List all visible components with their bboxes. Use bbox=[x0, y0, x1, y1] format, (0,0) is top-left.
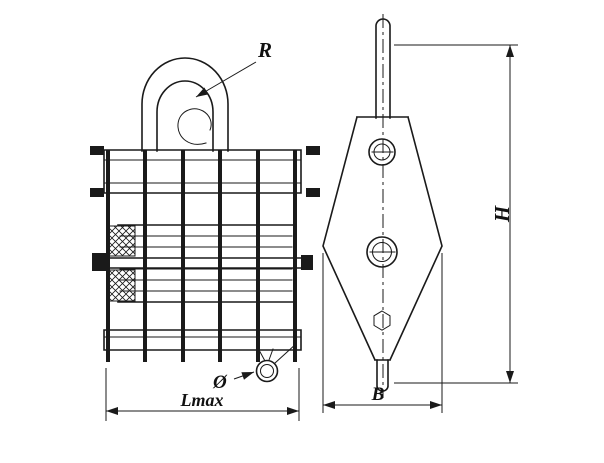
hatched-section bbox=[108, 269, 136, 302]
top-stem bbox=[375, 18, 391, 119]
side-plate bbox=[322, 116, 443, 392]
front-view: Ø R Lmax bbox=[90, 38, 320, 421]
bolt-head bbox=[90, 146, 104, 155]
cheek-plates bbox=[106, 150, 297, 362]
becket-ring-outer bbox=[255, 359, 279, 383]
bolt-head bbox=[306, 188, 320, 197]
lmax-dimension: Lmax bbox=[105, 368, 300, 421]
top-plate bbox=[90, 146, 320, 197]
shackle bbox=[141, 57, 229, 152]
height-label: H bbox=[490, 205, 514, 223]
hook-curl bbox=[177, 108, 212, 145]
becket-ring-inner bbox=[260, 364, 274, 378]
shackle-inner bbox=[156, 80, 214, 152]
axle-nut-right bbox=[301, 255, 313, 270]
width-label: B bbox=[371, 384, 385, 405]
bottom-plate bbox=[103, 329, 302, 351]
axle-bolt bbox=[108, 257, 302, 269]
side-view: H B bbox=[322, 14, 518, 413]
bottom-stem bbox=[376, 359, 389, 392]
diameter-callout: Ø bbox=[212, 371, 255, 393]
bolt-head bbox=[90, 188, 104, 197]
sheave-stack bbox=[92, 224, 313, 303]
becket-ring bbox=[255, 343, 297, 383]
width-dimension: B bbox=[322, 253, 443, 413]
height-dimension: H bbox=[394, 44, 518, 384]
diameter-label: Ø bbox=[212, 372, 228, 393]
axle-nut-left bbox=[92, 253, 109, 271]
lmax-label: Lmax bbox=[180, 390, 224, 410]
hex-nut bbox=[373, 310, 391, 331]
hatched-section bbox=[108, 225, 136, 257]
radius-label: R bbox=[257, 38, 272, 62]
bolt-head bbox=[306, 146, 320, 155]
radius-callout: R bbox=[195, 38, 272, 98]
height-extension-lines bbox=[394, 44, 518, 384]
width-extension-lines bbox=[322, 253, 443, 413]
axle-hole-outer bbox=[366, 236, 398, 268]
pin-hole-outer bbox=[368, 138, 396, 166]
diameter-leader-line bbox=[233, 371, 255, 380]
radius-leader-line bbox=[195, 61, 257, 98]
shackle-outer bbox=[141, 57, 229, 152]
